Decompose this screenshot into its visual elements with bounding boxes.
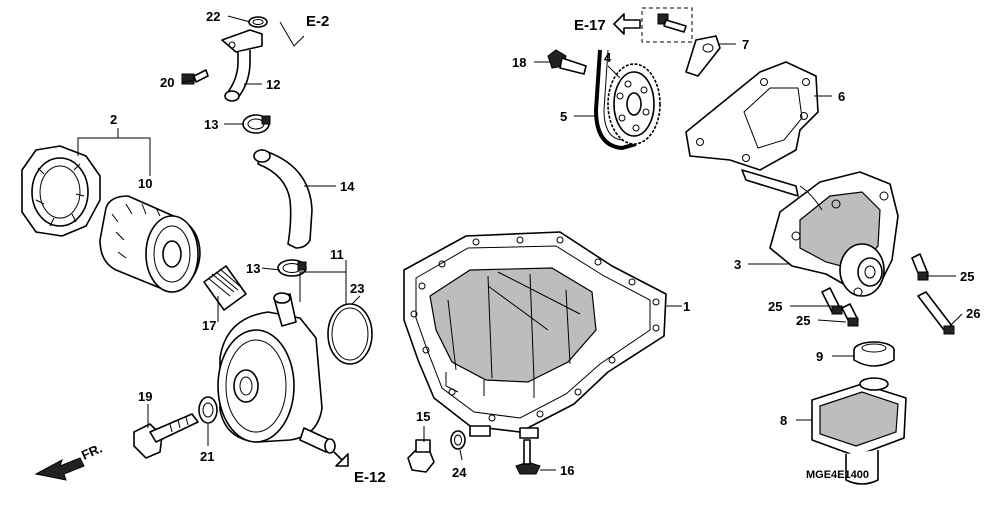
callout-24: 24 [452,465,467,480]
part-16-flange-bolt [515,439,541,475]
callout-22: 22 [206,9,220,24]
callout-5: 5 [560,109,567,124]
callout-4: 4 [604,50,612,65]
callout-12: 12 [266,77,280,92]
part-3-oil-pump-assembly [741,169,899,297]
callout-19: 19 [138,389,152,404]
part-15-drain-bolt [407,439,435,473]
front-marker-label: FR. [79,441,104,463]
callout-2: 2 [110,112,117,127]
part-17-filter-bolt [203,265,247,311]
part-14-oil-hose [253,149,313,249]
section-references: E-2 E-12 E-17 [306,13,606,486]
part-1-oil-pan [403,231,667,439]
ref-e17: E-17 [574,17,606,34]
callout-21: 21 [200,449,214,464]
callout-26: 26 [966,306,980,321]
part-13-hose-clamp-upper [242,114,271,134]
callout-6: 6 [838,89,845,104]
callout-10: 10 [138,176,152,191]
part-19-center-bolt [133,413,199,459]
part-26-pump-long-bolt [917,291,955,335]
front-direction-arrow [34,457,85,481]
callout-14: 14 [340,179,355,194]
e12-direction-arrow [333,451,349,467]
ref-e12: E-12 [354,469,386,486]
callout-7: 7 [742,37,749,52]
part-10-oil-filter [99,195,201,293]
part-18-bolt [547,49,587,75]
part-7-chain-guide [641,7,721,77]
part-4-pump-sprocket [607,63,661,145]
part-23-o-ring [327,303,373,365]
callout-8: 8 [780,413,787,428]
ref-e2: E-2 [306,13,329,30]
part-11-oil-cooler [217,292,336,454]
callout-13-lower: 13 [246,261,260,276]
part-5-drive-chain [593,49,637,151]
part-9-oil-seal [853,341,895,367]
callout-20: 20 [160,75,174,90]
callout-1: 1 [683,299,690,314]
part-24-drain-washer [450,430,466,450]
part-25-pump-bolt-lower-left [821,287,843,315]
part-25-pump-bolt-lower [841,303,859,327]
part-25-pump-bolt-right [911,253,929,281]
callout-17: 17 [202,318,216,333]
callout-18: 18 [512,55,526,70]
part-21-sealing-washer [198,396,218,424]
callout-25-right: 25 [960,269,974,284]
callout-3: 3 [734,257,741,272]
callout-13-upper: 13 [204,117,218,132]
diagram-code: MGE4E1400 [806,469,869,481]
part-2-filter-cover [21,145,101,237]
callout-9: 9 [816,349,823,364]
part-6-pump-gasket [685,61,819,171]
callout-25-lower: 25 [796,313,810,328]
callout-16: 16 [560,463,574,478]
part-22-o-ring [248,16,268,28]
callout-labels: 1 2 3 4 5 6 7 8 9 10 11 12 13 14 13 15 1… [110,9,980,480]
e17-direction-arrow [613,13,641,35]
callout-25-left: 25 [768,299,782,314]
callout-15: 15 [416,409,430,424]
callout-23: 23 [350,281,364,296]
part-8-oil-strainer [811,377,907,485]
callout-11: 11 [330,247,344,262]
part-12-oil-pipe [221,29,263,102]
part-13-hose-clamp-lower [277,259,307,277]
leader-lines [77,15,963,471]
